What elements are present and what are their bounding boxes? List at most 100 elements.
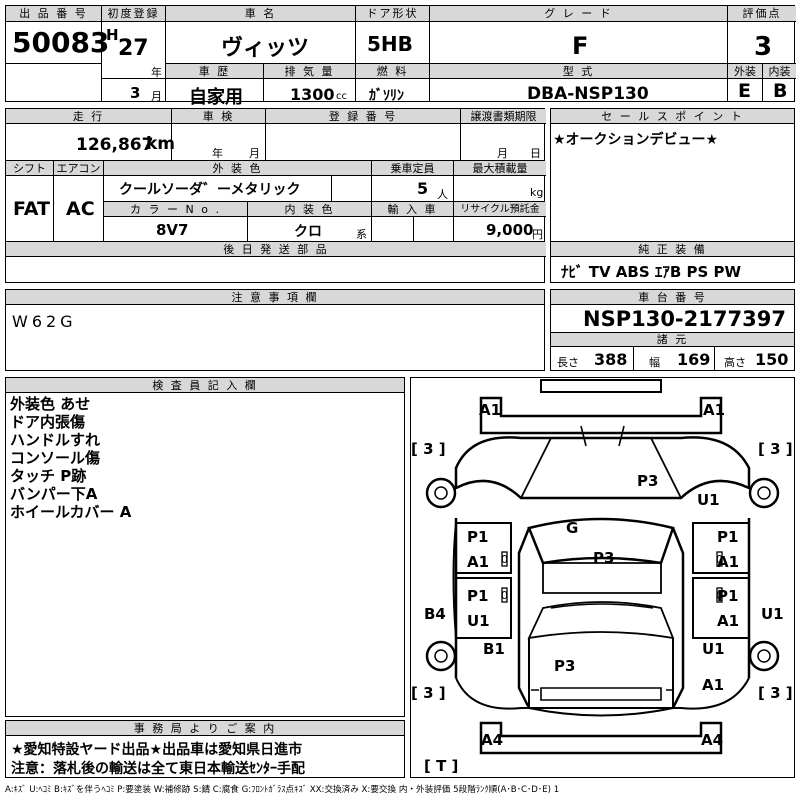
recycle-unit: 円 bbox=[532, 228, 543, 241]
height: 150 bbox=[755, 350, 789, 369]
tyre-fl: [ 3 ] bbox=[411, 440, 446, 458]
score: 3 bbox=[754, 32, 773, 62]
reg-label: 初度登録 bbox=[102, 6, 165, 22]
inspector-note: コンソール傷 bbox=[10, 449, 101, 467]
recycle-fee: 9,000 bbox=[486, 221, 534, 239]
ac-label: エアコン bbox=[54, 161, 103, 176]
inspector-note: 外装色 あせ bbox=[10, 395, 91, 413]
capacity-unit: 人 bbox=[437, 188, 448, 201]
sales-point-box: セ ー ル ス ポ イ ン ト ★オークションデビュー★ 純 正 装 備 ﾅﾋﾞ… bbox=[550, 108, 795, 283]
name-label: 車 名 bbox=[166, 6, 355, 22]
interior-unit: 系 bbox=[356, 228, 367, 241]
office-box: 事 務 局 よ り ご 案 内 ★愛知特設ヤード出品★出品車は愛知県日進市 注意… bbox=[5, 720, 405, 778]
fuel-label: 燃 料 bbox=[356, 64, 429, 79]
mark-roof: P3 bbox=[593, 549, 615, 567]
mark-left-rear-door-1: P1 bbox=[467, 587, 489, 605]
height-label: 高さ bbox=[724, 356, 746, 369]
transfer-month-unit: 月 bbox=[497, 147, 508, 160]
caution-text: W62G bbox=[12, 312, 77, 331]
disp-label: 排 気 量 bbox=[264, 64, 355, 79]
aircon: AC bbox=[66, 198, 95, 220]
caution-label: 注 意 事 項 欄 bbox=[6, 290, 544, 305]
ext-label: 外装 bbox=[728, 64, 762, 79]
mark-left-rear-fender: B1 bbox=[483, 640, 505, 658]
door-handle-marker: 0 bbox=[716, 589, 723, 602]
mark-left-front-door-1: P1 bbox=[467, 528, 489, 546]
exterior-color: クールソーダ゛ーメタリック bbox=[119, 182, 301, 198]
length-label: 長さ bbox=[557, 356, 579, 369]
disp-unit: cc bbox=[336, 91, 347, 102]
interior-label: 内 装 色 bbox=[248, 202, 371, 217]
mark-hood: P3 bbox=[637, 472, 659, 490]
inspector-note: ホイールカバー A bbox=[10, 503, 132, 521]
door-handle-marker: 0 bbox=[501, 553, 508, 566]
inspection-month-unit: 月 bbox=[249, 147, 260, 160]
inspector-notes: 外装色 あせ ドア内張傷 ハンドルすれ コンソール傷 タッチ P跡 バンパー下A… bbox=[10, 395, 131, 521]
mileage-unit: km bbox=[146, 134, 176, 154]
car-diagram: A1 A1 P3 U1 G P3 P1 A1 P1 A1 P1 U1 P1 A1… bbox=[410, 377, 795, 778]
interior-color: クロ bbox=[294, 224, 322, 240]
sales-text: ★オークションデビュー★ bbox=[553, 132, 719, 148]
fuel: ｶﾞｿﾘﾝ bbox=[369, 88, 404, 104]
transfer-label: 譲渡書類期限 bbox=[461, 109, 546, 124]
length: 388 bbox=[594, 350, 628, 369]
lot-number: 50083 bbox=[12, 26, 110, 59]
reg-era: H bbox=[106, 26, 119, 44]
inspector-note: バンパー下A bbox=[10, 485, 98, 503]
inspector-note: ドア内張傷 bbox=[10, 413, 86, 431]
door-handle-marker: 0 bbox=[716, 553, 723, 566]
tyre-fr: [ 3 ] bbox=[758, 440, 793, 458]
inspection-year-unit: 年 bbox=[212, 147, 223, 160]
mileage: 126,867 bbox=[76, 135, 154, 155]
width: 169 bbox=[677, 350, 711, 369]
shift-label: シフト bbox=[6, 161, 53, 176]
mark-left-front-door-2: A1 bbox=[467, 553, 490, 571]
reg-year: 27 bbox=[118, 36, 149, 61]
inspection-label: 車 検 bbox=[172, 109, 265, 124]
regno-label: 登 録 番 号 bbox=[266, 109, 460, 124]
recycle-label: リサイクル預託金 bbox=[454, 202, 546, 217]
load-unit: kg bbox=[530, 186, 544, 199]
mark-rl-bumper: A4 bbox=[481, 731, 504, 749]
mark-left-rear-door-2: U1 bbox=[467, 612, 490, 630]
reg-month: 3 bbox=[130, 84, 141, 102]
int-grade: B bbox=[773, 80, 788, 102]
mark-windshield: G bbox=[566, 519, 579, 537]
score-label: 評価点 bbox=[728, 6, 796, 22]
tyre-spare: [ T ] bbox=[424, 757, 459, 775]
mark-right-front-fender: U1 bbox=[697, 491, 720, 509]
sales-label: セ ー ル ス ポ イ ン ト bbox=[551, 109, 794, 124]
mark-trunk: P3 bbox=[554, 657, 576, 675]
capacity-label: 乗車定員 bbox=[372, 161, 453, 176]
mileage-label: 走 行 bbox=[6, 109, 171, 124]
equipment: ﾅﾋﾞ TV ABS ｴｱB PS PW bbox=[561, 263, 742, 281]
caution-box: 注 意 事 項 欄 W62G bbox=[5, 289, 545, 371]
inspector-box: 検 査 員 記 入 欄 外装色 あせ ドア内張傷 ハンドルすれ コンソール傷 タ… bbox=[5, 377, 405, 717]
displacement: 1300 bbox=[290, 85, 335, 104]
grade-label: グ レ ー ド bbox=[430, 6, 727, 22]
model-label: 型 式 bbox=[430, 64, 727, 79]
width-label: 幅 bbox=[649, 356, 660, 369]
mark-right-front-door-2: A1 bbox=[717, 553, 740, 571]
mark-right-rear-door-2: A1 bbox=[717, 612, 740, 630]
chassis-label: 車 台 番 号 bbox=[551, 290, 794, 305]
tyre-rr: [ 3 ] bbox=[758, 684, 793, 702]
door-handle-marker: 0 bbox=[501, 589, 508, 602]
mark-right-rear-door-1: P1 bbox=[717, 587, 739, 605]
mark-right-sill: U1 bbox=[761, 605, 784, 623]
color-label: 外 装 色 bbox=[104, 161, 371, 176]
mark-rr-bumper: A4 bbox=[701, 731, 724, 749]
grade: F bbox=[572, 32, 589, 60]
top-section: 出 品 番 号 50083 初度登録 H 27 年 3 月 車 名 ヴィッツ ド… bbox=[5, 5, 796, 108]
capacity: 5 bbox=[417, 179, 429, 198]
history: 自家用 bbox=[189, 87, 243, 108]
load-label: 最大積載量 bbox=[454, 161, 546, 176]
office-line-2: 注意：落札後の輸送は全て東日本輸送ｾﾝﾀｰ手配 bbox=[11, 761, 305, 777]
door-type: 5HB bbox=[367, 32, 413, 56]
inspector-note: ハンドルすれ bbox=[10, 431, 101, 449]
mark-left-sill: B4 bbox=[424, 605, 446, 623]
equipment-label: 純 正 装 備 bbox=[551, 242, 794, 257]
car-name: ヴィッツ bbox=[221, 36, 310, 61]
later-parts-label: 後 日 発 送 部 品 bbox=[6, 242, 546, 257]
mark-fr-bumper: A1 bbox=[703, 401, 726, 419]
